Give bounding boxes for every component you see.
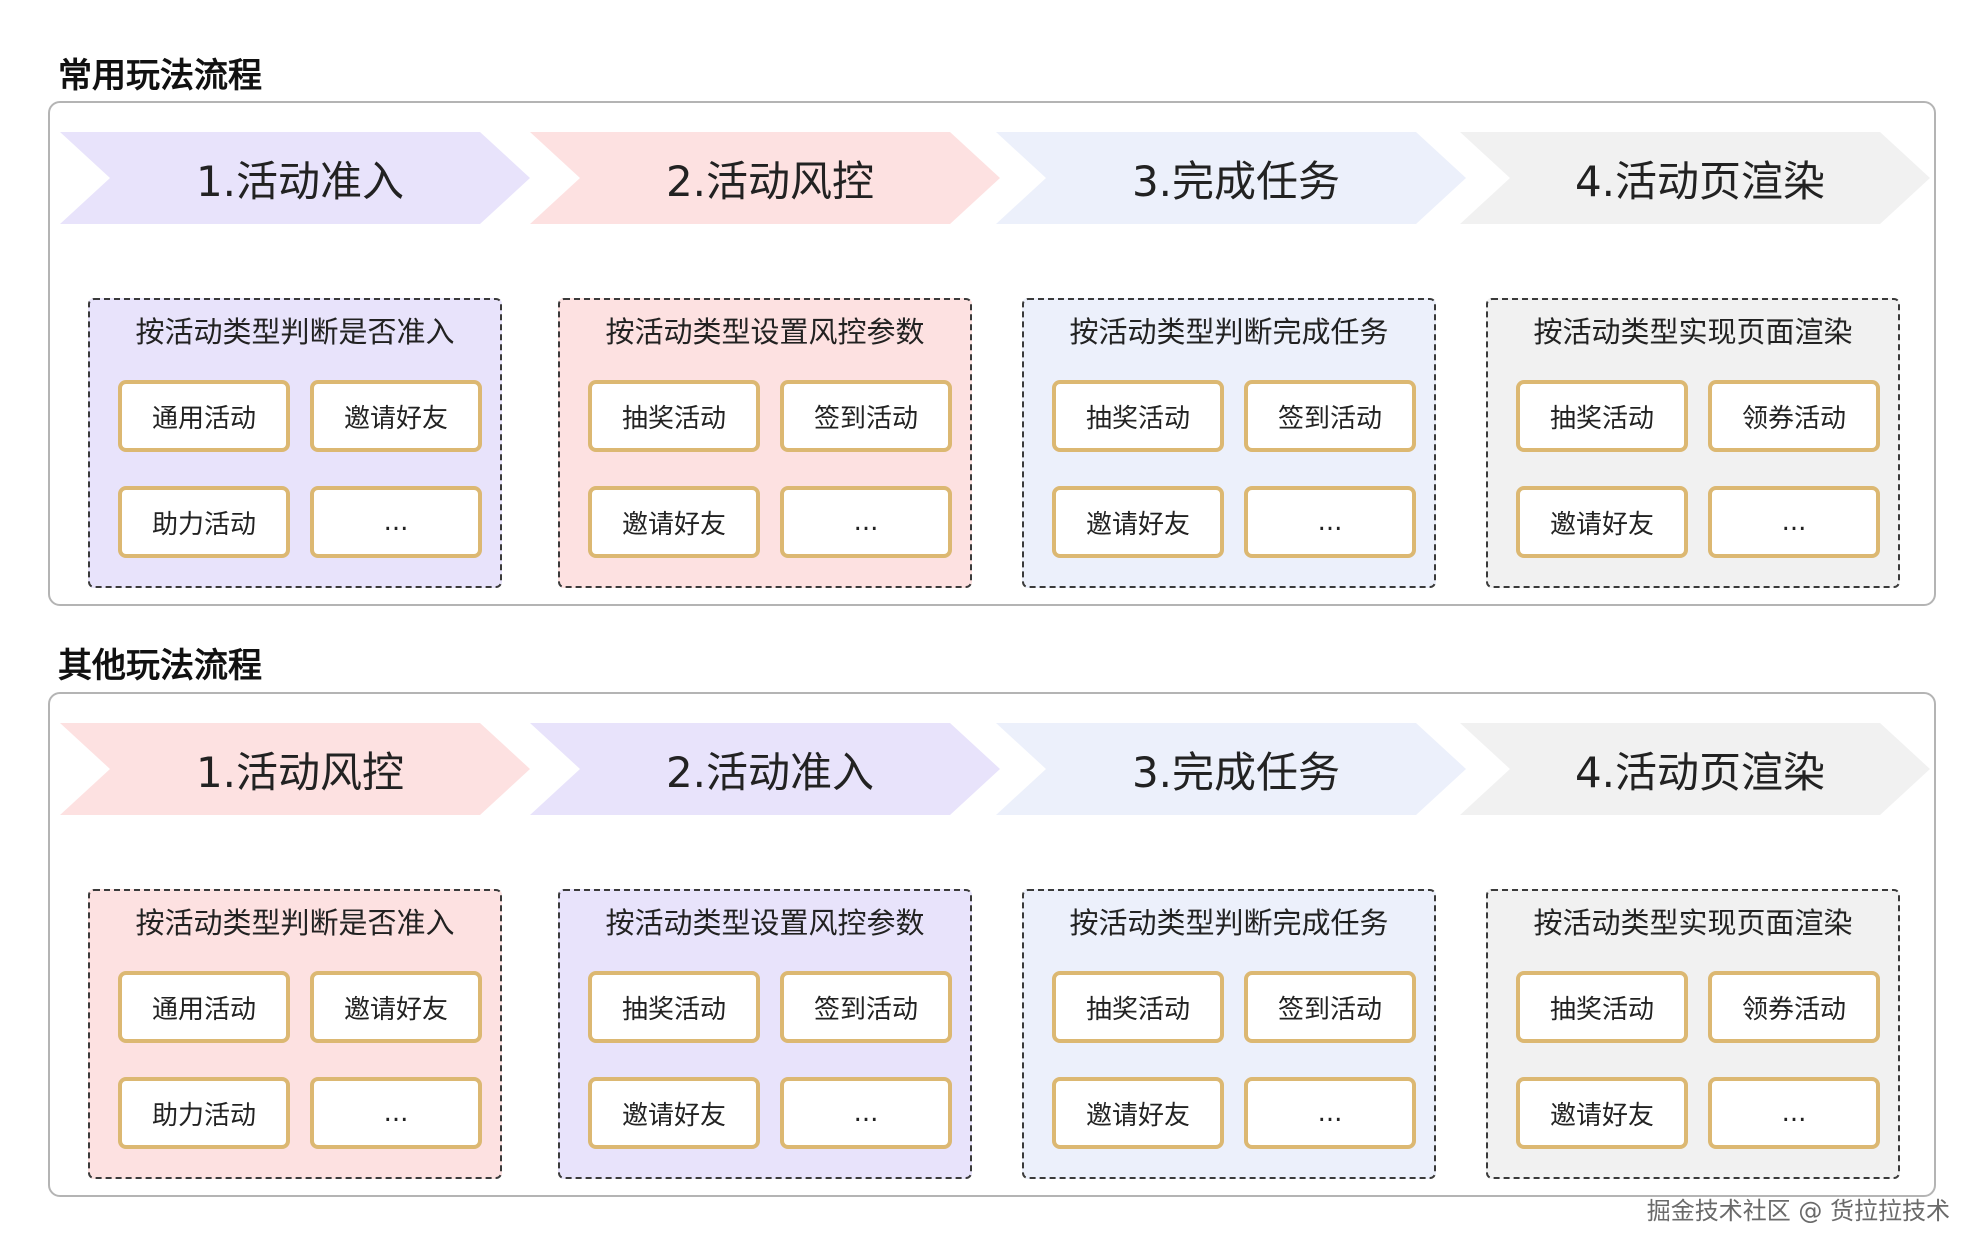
activity-group: 按活动类型设置风控参数抽奖活动签到活动邀请好友... [558,889,972,1179]
activity-type-item: 邀请好友 [1516,1077,1688,1149]
activity-type-item: ... [780,486,952,558]
chevron-shape [530,132,1000,224]
step-label: 3.完成任务 [1131,747,1341,797]
activity-type-item: 助力活动 [118,1077,290,1149]
step-label: 2.活动风控 [665,156,875,206]
activity-group: 按活动类型实现页面渲染抽奖活动领券活动邀请好友... [1486,298,1900,588]
activity-type-item: 助力活动 [118,486,290,558]
step-label: 1.活动准入 [195,156,405,206]
step-label: 1.活动风控 [195,747,405,797]
activity-type-item: 通用活动 [118,380,290,452]
chevron-fill [996,723,1466,815]
activity-group: 按活动类型设置风控参数抽奖活动签到活动邀请好友... [558,298,972,588]
activity-type-item: 领券活动 [1708,380,1880,452]
step-label: 3.完成任务 [1131,156,1341,206]
group-title: 按活动类型实现页面渲染 [1533,906,1853,940]
section-title: 其他玩法流程 [58,646,262,686]
step-chevron: 2.活动准入 [530,723,1000,815]
activity-type-item: 抽奖活动 [588,380,760,452]
activity-type-item: ... [1708,486,1880,558]
group-title: 按活动类型判断完成任务 [1069,906,1389,940]
step-chevron: 1.活动准入 [60,132,530,224]
group-title: 按活动类型判断是否准入 [135,906,455,940]
section-frame: 1.活动准入 2.活动风控 3.完成任务 4.活动页渲染按活动类型判断是否准入通用活动… [48,101,1936,606]
activity-type-item: 抽奖活动 [588,971,760,1043]
chevron-shape [530,723,1000,815]
chevron-fill [60,723,530,815]
section-frame: 1.活动风控 2.活动准入 3.完成任务 4.活动页渲染按活动类型判断是否准入通用活动… [48,692,1936,1197]
activity-type-item: 签到活动 [1244,380,1416,452]
activity-type-item: ... [780,1077,952,1149]
activity-type-item: 签到活动 [780,380,952,452]
step-chevron: 4.活动页渲染 [1460,723,1930,815]
footer-credit: 掘金技术社区 @ 货拉拉技术 [1646,1197,1950,1225]
activity-type-item: 邀请好友 [588,486,760,558]
step-chevron: 3.完成任务 [996,132,1466,224]
activity-type-item: ... [1708,1077,1880,1149]
activity-type-item: 领券活动 [1708,971,1880,1043]
activity-type-item: 邀请好友 [588,1077,760,1149]
activity-type-item: 邀请好友 [1052,486,1224,558]
chevron-shape [60,723,530,815]
activity-type-item: 邀请好友 [1516,486,1688,558]
activity-type-item: 通用活动 [118,971,290,1043]
activity-type-item: ... [310,486,482,558]
group-title: 按活动类型设置风控参数 [605,315,925,349]
step-chevron: 3.完成任务 [996,723,1466,815]
activity-group: 按活动类型判断是否准入通用活动邀请好友助力活动... [88,889,502,1179]
activity-type-item: 抽奖活动 [1516,380,1688,452]
chevron-shape [1460,132,1930,224]
chevron-fill [996,132,1466,224]
chevron-fill [60,132,530,224]
activity-group: 按活动类型判断完成任务抽奖活动签到活动邀请好友... [1022,889,1436,1179]
group-title: 按活动类型设置风控参数 [605,906,925,940]
activity-type-item: 抽奖活动 [1052,971,1224,1043]
step-label: 2.活动准入 [665,747,875,797]
activity-type-item: 邀请好友 [310,971,482,1043]
activity-type-item: 签到活动 [780,971,952,1043]
activity-type-item: 邀请好友 [310,380,482,452]
chevron-shape [996,132,1466,224]
activity-group: 按活动类型实现页面渲染抽奖活动领券活动邀请好友... [1486,889,1900,1179]
chevron-fill [530,723,1000,815]
activity-type-item: ... [1244,1077,1416,1149]
chevron-shape [1460,723,1930,815]
activity-group: 按活动类型判断完成任务抽奖活动签到活动邀请好友... [1022,298,1436,588]
activity-type-item: 抽奖活动 [1052,380,1224,452]
chevron-shape [60,132,530,224]
activity-group: 按活动类型判断是否准入通用活动邀请好友助力活动... [88,298,502,588]
chevron-fill [1460,132,1930,224]
step-label: 4.活动页渲染 [1574,156,1826,206]
group-title: 按活动类型判断是否准入 [135,315,455,349]
section-title: 常用玩法流程 [58,56,262,96]
chevron-fill [530,132,1000,224]
activity-type-item: ... [310,1077,482,1149]
group-title: 按活动类型判断完成任务 [1069,315,1389,349]
chevron-fill [1460,723,1930,815]
step-chevron: 4.活动页渲染 [1460,132,1930,224]
activity-type-item: 邀请好友 [1052,1077,1224,1149]
step-chevron: 2.活动风控 [530,132,1000,224]
group-title: 按活动类型实现页面渲染 [1533,315,1853,349]
step-label: 4.活动页渲染 [1574,747,1826,797]
activity-type-item: 抽奖活动 [1516,971,1688,1043]
activity-type-item: 签到活动 [1244,971,1416,1043]
chevron-shape [996,723,1466,815]
step-chevron: 1.活动风控 [60,723,530,815]
activity-type-item: ... [1244,486,1416,558]
